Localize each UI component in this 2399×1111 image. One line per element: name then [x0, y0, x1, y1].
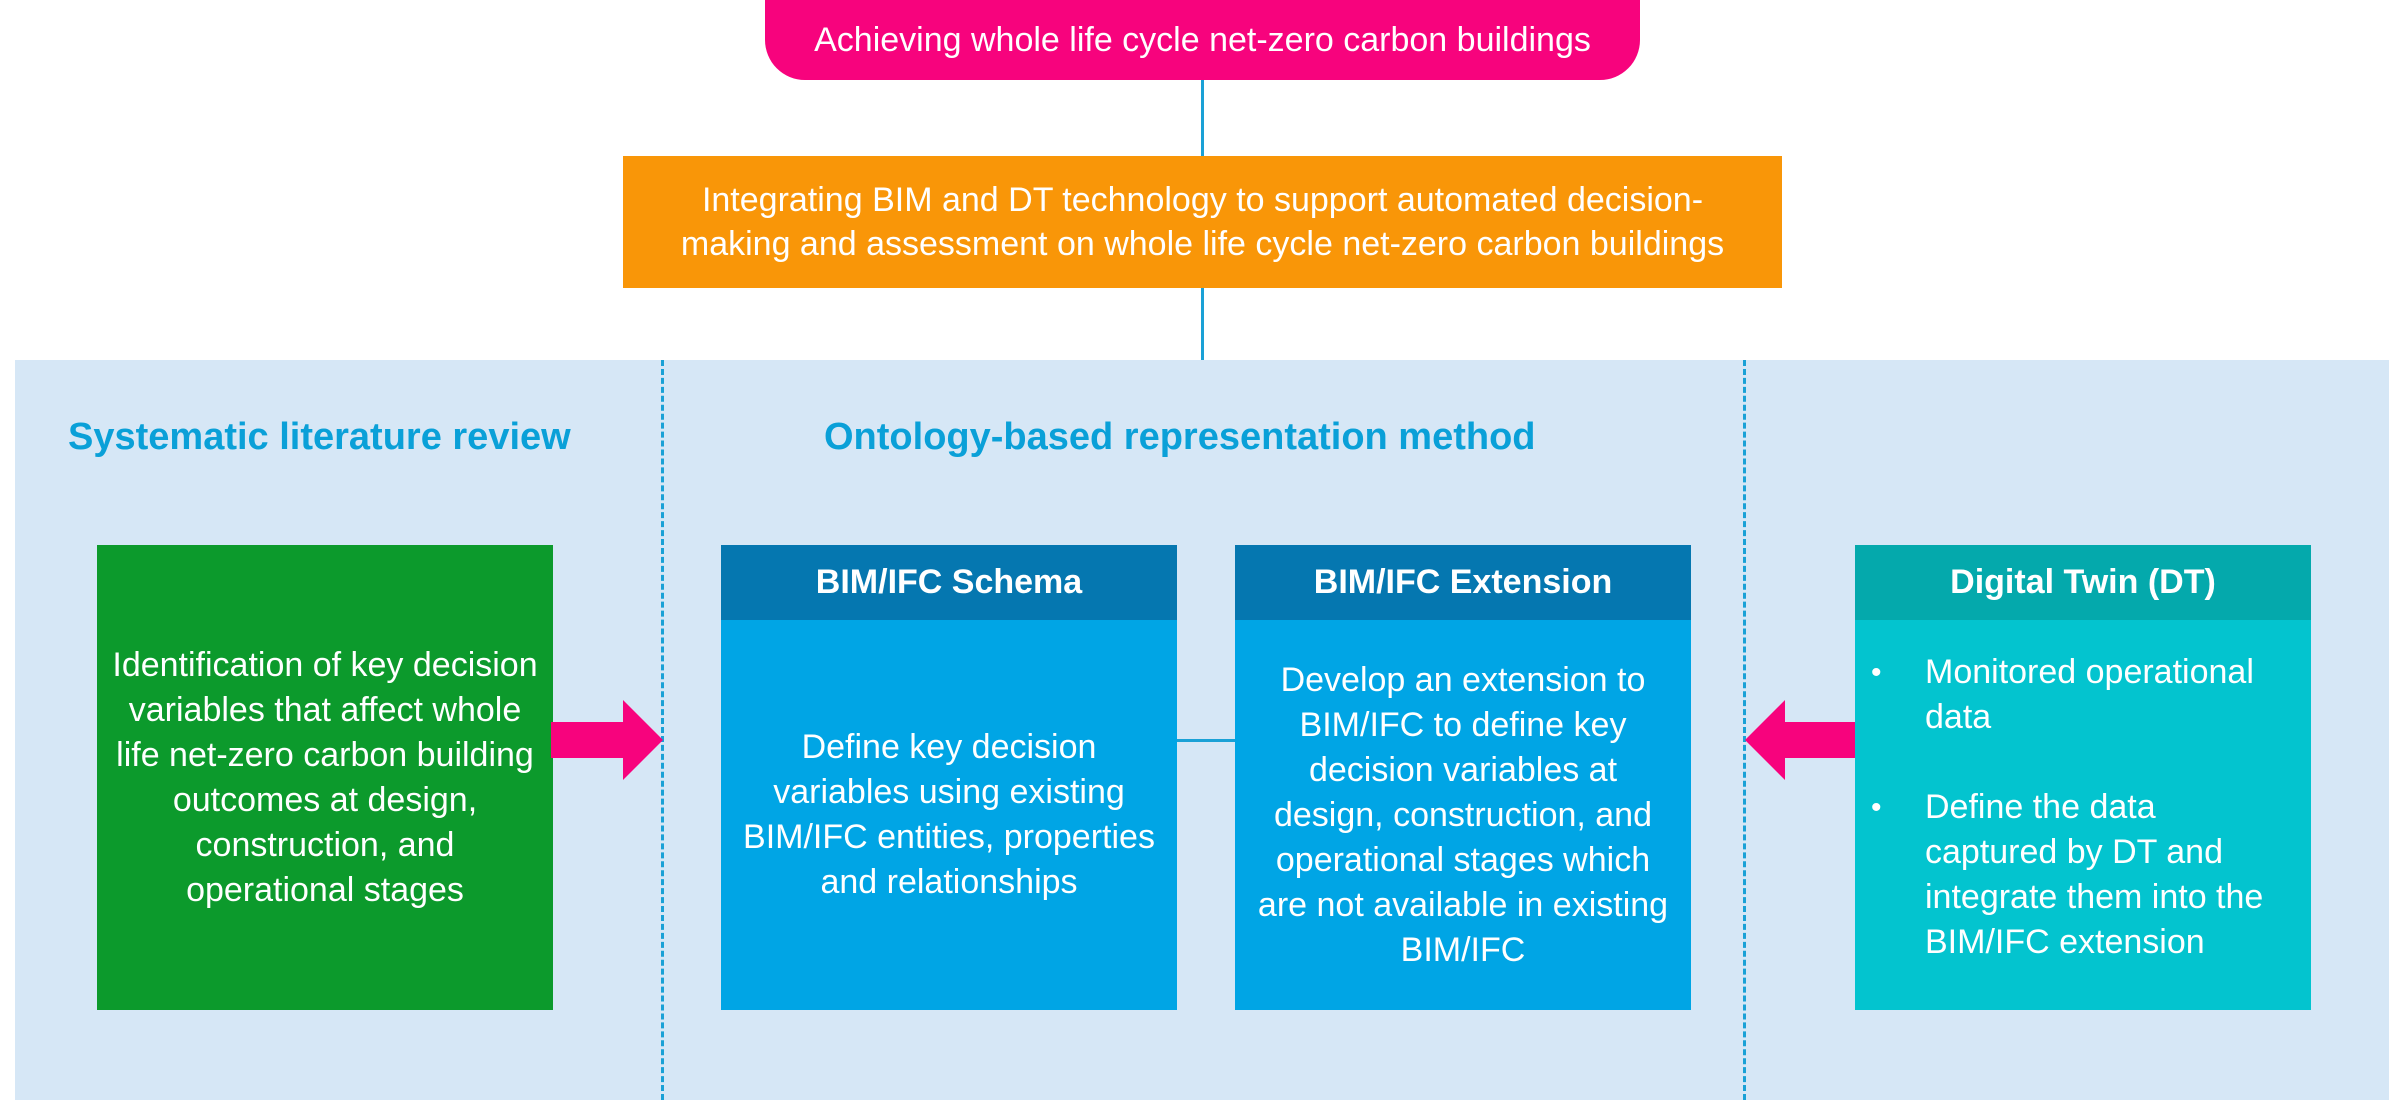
- arrow-review-to-ontology: [551, 700, 663, 780]
- goal-box: Achieving whole life cycle net-zero carb…: [765, 0, 1640, 80]
- arrow-dt-to-ontology: [1745, 700, 1857, 780]
- ifc-schema-body: Define key decision variables using exis…: [721, 620, 1177, 1010]
- section-title-ontology-method: Ontology-based representation method: [824, 416, 1536, 458]
- connector-aim-panel: [1201, 288, 1204, 360]
- bullet-icon: •: [1871, 656, 1882, 689]
- digital-twin-item-2: Define the data captured by DT and integ…: [1925, 788, 2264, 961]
- aim-text-line-2: making and assessment on whole life cycl…: [680, 225, 1725, 263]
- section-title-literature-review: Systematic literature review: [68, 416, 571, 458]
- divider-left: [661, 360, 664, 1100]
- ifc-extension-text: Develop an extension to BIM/IFC to defin…: [1257, 660, 1669, 969]
- divider-right: [1743, 360, 1746, 1100]
- literature-review-box: Identification of key decision variables…: [97, 545, 553, 1010]
- aim-box: Integrating BIM and DT technology to sup…: [623, 156, 1782, 288]
- ifc-schema-title: BIM/IFC Schema: [721, 545, 1177, 620]
- ifc-extension-title: BIM/IFC Extension: [1235, 545, 1691, 620]
- ifc-schema-text: Define key decision variables using exis…: [743, 728, 1155, 901]
- digital-twin-card: Digital Twin (DT) • Monitored operationa…: [1855, 545, 2311, 1010]
- digital-twin-title: Digital Twin (DT): [1855, 545, 2311, 620]
- bullet-icon: •: [1871, 791, 1882, 824]
- list-item: • Monitored operational data: [1865, 650, 2293, 740]
- connector-goal-aim: [1201, 80, 1204, 156]
- ifc-schema-card: BIM/IFC Schema Define key decision varia…: [721, 545, 1177, 1010]
- connector-schema-extension: [1177, 739, 1235, 742]
- digital-twin-item-1: Monitored operational data: [1925, 653, 2254, 736]
- digital-twin-body: • Monitored operational data • Define th…: [1855, 620, 2311, 1010]
- ifc-extension-card: BIM/IFC Extension Develop an extension t…: [1235, 545, 1691, 1010]
- literature-review-text: Identification of key decision variables…: [112, 645, 538, 909]
- goal-text: Achieving whole life cycle net-zero carb…: [814, 20, 1591, 59]
- list-item: • Define the data captured by DT and int…: [1865, 785, 2293, 965]
- aim-text-line-1: Integrating BIM and DT technology to sup…: [701, 181, 1704, 219]
- ifc-extension-body: Develop an extension to BIM/IFC to defin…: [1235, 620, 1691, 1010]
